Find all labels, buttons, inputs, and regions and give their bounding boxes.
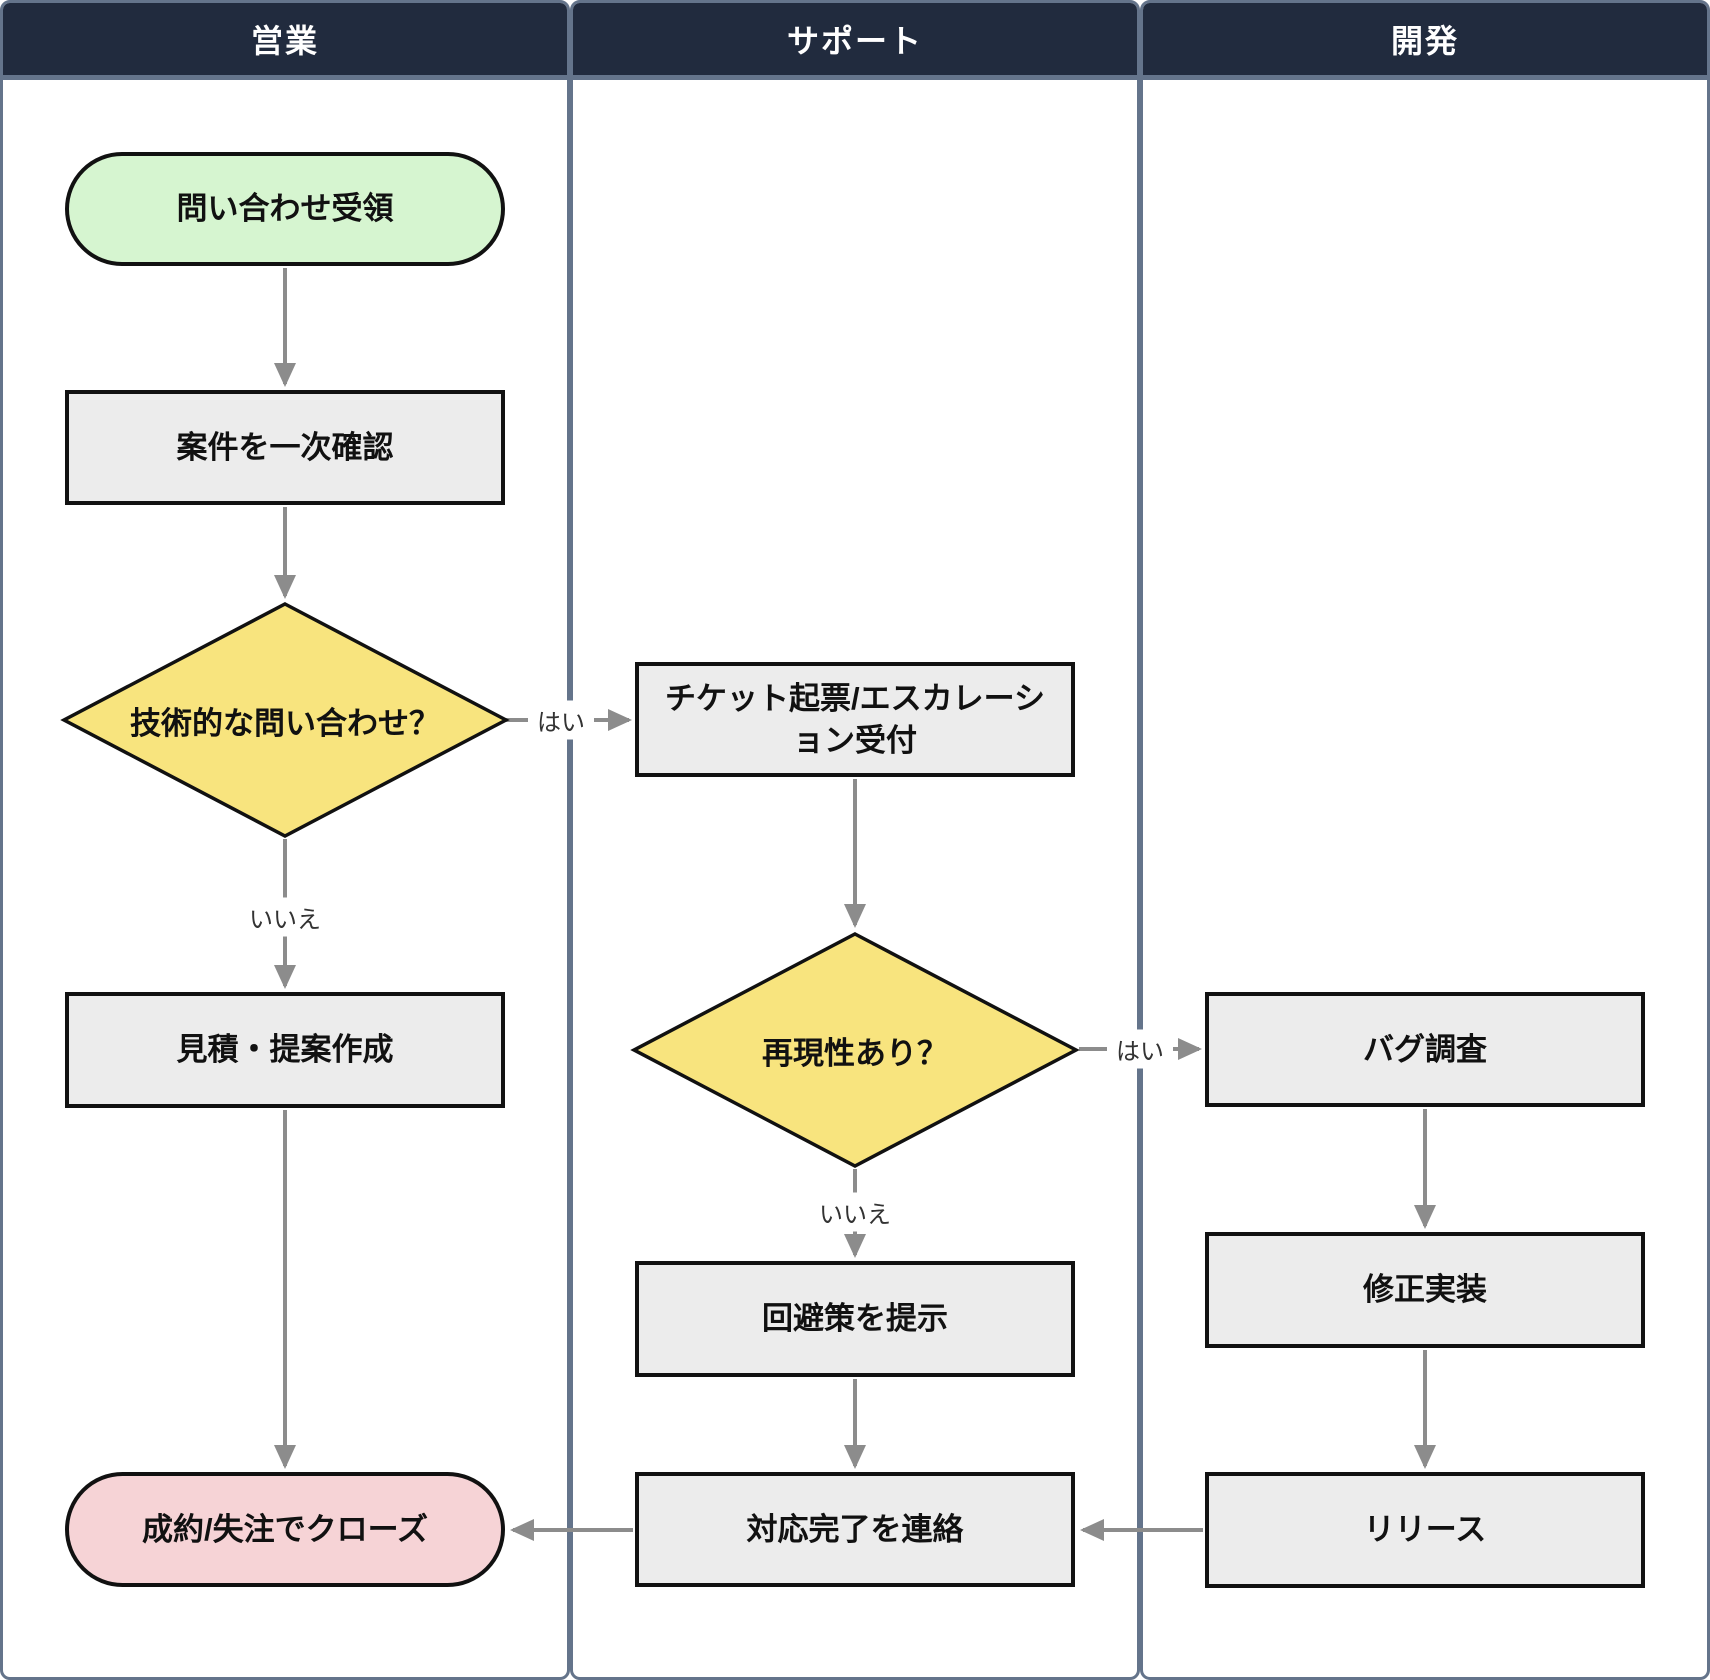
node-initial-check-label: 案件を一次確認 [176,429,394,465]
decision-technical-inquiry: 技術的な問い合わせ？ [60,601,510,839]
node-estimate-proposal-label: 見積・提案作成 [176,1032,394,1068]
node-estimate-proposal: 見積・提案作成 [65,992,505,1108]
lane-development: 開発 [1140,0,1710,1680]
lane-support-header: サポート [573,3,1137,80]
edge-label-technical-no: いいえ [240,897,330,937]
node-bug-investigation: バグ調査 [1205,992,1645,1107]
node-release: リリース [1205,1472,1645,1588]
decision-technical-inquiry-label: 技術的な問い合わせ？ [130,705,440,741]
node-fix-implementation-label: 修正実装 [1363,1272,1487,1308]
lane-sales-title: 営業 [250,23,319,59]
decision-reproducible: 再現性あり？ [630,931,1080,1169]
node-start-label: 問い合わせ受領 [176,191,394,227]
node-start: 問い合わせ受領 [65,152,505,266]
lane-support-title: サポート [786,23,923,59]
edge-label-repro-yes: はい [1107,1029,1173,1069]
edge-label-technical-yes: はい [528,700,594,740]
node-ticket-escalation-label: チケット起票/エスカレーション受付 [665,680,1045,758]
node-initial-check: 案件を一次確認 [65,390,505,505]
lane-development-title: 開発 [1390,23,1459,59]
diamond-shape [60,602,510,838]
node-fix-implementation: 修正実装 [1205,1232,1645,1348]
node-ticket-escalation: チケット起票/エスカレーション受付 [635,662,1075,777]
lane-sales-header: 営業 [3,3,567,80]
diamond-shape [630,932,1080,1168]
lane-support: サポート [570,0,1140,1680]
node-workaround: 回避策を提示 [635,1261,1075,1377]
node-completion-notice: 対応完了を連絡 [635,1472,1075,1587]
node-release-label: リリース [1363,1512,1487,1548]
node-close: 成約/失注でクローズ [65,1472,505,1587]
node-close-label: 成約/失注でクローズ [141,1511,429,1547]
lane-sales: 営業 [0,0,570,1680]
node-bug-investigation-label: バグ調査 [1363,1031,1487,1067]
lane-development-header: 開発 [1143,3,1707,80]
node-workaround-label: 回避策を提示 [762,1301,948,1337]
edge-label-repro-no: いいえ [810,1192,900,1232]
node-completion-notice-label: 対応完了を連絡 [746,1511,964,1547]
decision-reproducible-label: 再現性あり？ [762,1035,948,1071]
